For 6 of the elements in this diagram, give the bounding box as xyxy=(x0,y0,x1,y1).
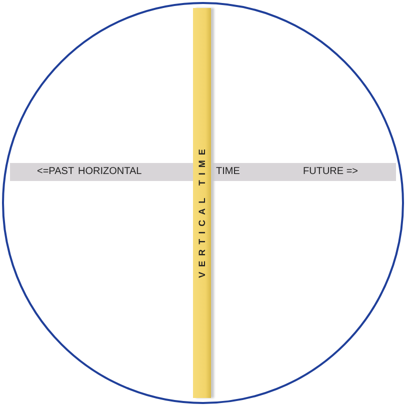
vertical-band xyxy=(193,8,211,398)
band-label: FUTURE => xyxy=(303,166,358,178)
band-label: <=PAST xyxy=(37,166,74,178)
band-label: HORIZONTAL xyxy=(78,166,142,178)
vertical-label: VERTICAL TIME xyxy=(197,144,207,278)
band-label: TIME xyxy=(216,166,240,178)
